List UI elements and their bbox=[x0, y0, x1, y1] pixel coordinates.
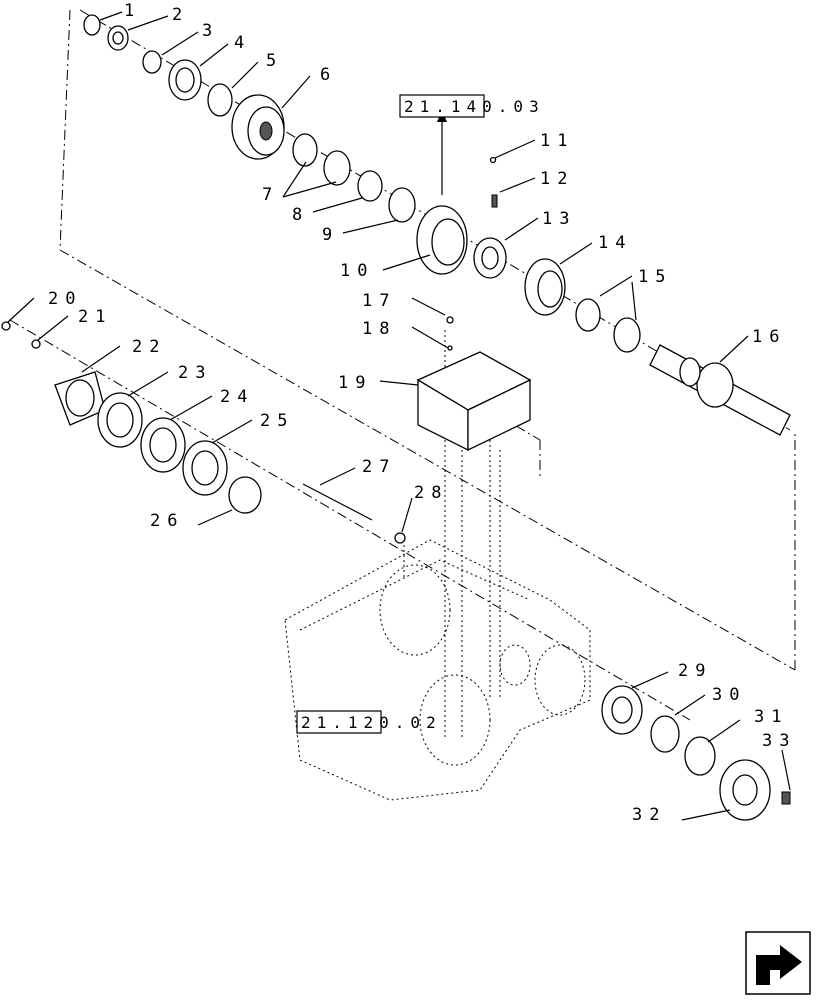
part-33-bolt bbox=[781, 791, 791, 805]
callout-12: 12 bbox=[540, 169, 574, 189]
callout-7: 7 bbox=[262, 185, 279, 205]
part-17-bolt bbox=[446, 316, 454, 324]
callout-1: 1 bbox=[124, 1, 141, 21]
part-8-ring bbox=[323, 150, 351, 186]
callout-17: 17 bbox=[362, 291, 396, 311]
callout-19: 19 bbox=[338, 373, 372, 393]
part-21-washer bbox=[31, 339, 41, 349]
callout-26: 26 bbox=[150, 511, 184, 531]
cover-parts bbox=[1, 321, 406, 544]
part-12-spring bbox=[491, 194, 498, 208]
part-28-clip bbox=[394, 532, 406, 544]
callout-23: 23 bbox=[178, 363, 212, 383]
part-1-circlip bbox=[83, 14, 101, 36]
callout-3: 3 bbox=[202, 21, 219, 41]
next-page-arrow-icon[interactable] bbox=[745, 931, 811, 995]
callout-27: 27 bbox=[362, 457, 396, 477]
callout-22: 22 bbox=[132, 337, 166, 357]
part-5-ring bbox=[207, 83, 233, 117]
part-11-ball bbox=[489, 156, 497, 164]
part-3-ring bbox=[142, 50, 162, 74]
callout-labels: 1 2 3 4 5 6 7 8 9 10 11 12 13 14 15 16 1… bbox=[48, 1, 796, 825]
callout-28: 28 bbox=[414, 483, 448, 503]
part-15a-ring bbox=[575, 298, 601, 332]
part-15b-ring bbox=[613, 317, 641, 353]
reference-21-120-02[interactable]: 21.120.02 bbox=[296, 710, 442, 734]
callout-18: 18 bbox=[362, 319, 396, 339]
callout-2: 2 bbox=[172, 5, 189, 25]
part-31-oring bbox=[684, 736, 716, 776]
reference-label: 21.120.02 bbox=[301, 713, 442, 732]
callout-30: 30 bbox=[712, 685, 746, 705]
reference-label: 21.140.03 bbox=[404, 97, 545, 116]
callout-13: 13 bbox=[542, 209, 576, 229]
callout-9: 9 bbox=[322, 225, 339, 245]
part-26-oring bbox=[228, 476, 262, 514]
callout-25: 25 bbox=[260, 411, 294, 431]
transmission-housing bbox=[284, 539, 591, 801]
part-18-washer bbox=[447, 345, 453, 351]
callout-32: 32 bbox=[632, 805, 666, 825]
part-19-fork bbox=[416, 316, 532, 452]
callout-15: 15 bbox=[638, 267, 672, 287]
callout-16: 16 bbox=[752, 327, 786, 347]
shaft-parts bbox=[83, 14, 791, 436]
callout-21: 21 bbox=[78, 307, 112, 327]
callout-11: 11 bbox=[540, 131, 574, 151]
part-20-screw bbox=[1, 321, 11, 331]
callout-31: 31 bbox=[754, 707, 788, 727]
callout-20: 20 bbox=[48, 289, 82, 309]
leader-lines bbox=[7, 11, 791, 821]
callout-8: 8 bbox=[292, 205, 309, 225]
callout-33: 33 bbox=[762, 731, 796, 751]
part-27-rod bbox=[302, 483, 373, 521]
callout-6: 6 bbox=[320, 65, 337, 85]
callout-14: 14 bbox=[598, 233, 632, 253]
callout-24: 24 bbox=[220, 387, 254, 407]
part-9-ring bbox=[357, 170, 383, 202]
callout-10: 10 bbox=[340, 261, 374, 281]
callout-4: 4 bbox=[234, 33, 251, 53]
output-parts bbox=[601, 685, 791, 821]
callout-5: 5 bbox=[266, 51, 283, 71]
callout-29: 29 bbox=[678, 661, 712, 681]
part-30-spacer bbox=[650, 715, 680, 753]
reference-21-140-03[interactable]: 21.140.03 bbox=[399, 94, 545, 118]
part-7-ring bbox=[292, 133, 318, 167]
